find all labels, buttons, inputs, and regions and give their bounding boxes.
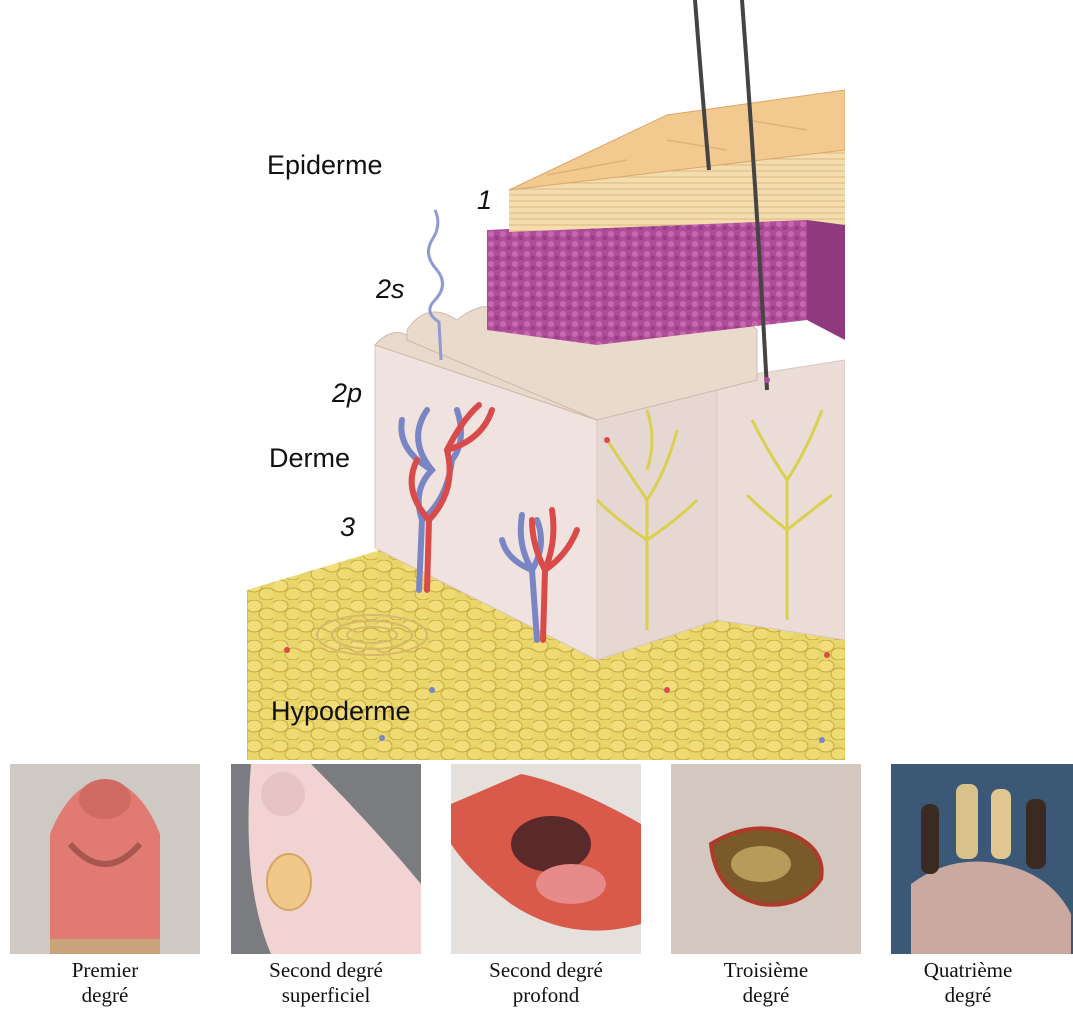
caption-first-degree: Premier degré bbox=[15, 958, 195, 1008]
label-dermis: Derme bbox=[269, 443, 350, 474]
label-epidermis: Epiderme bbox=[267, 150, 383, 181]
label-depth-3: 3 bbox=[340, 512, 355, 543]
photo-second-degree-deep bbox=[451, 764, 641, 954]
photo-third-degree bbox=[671, 764, 861, 954]
label-depth-2p: 2p bbox=[332, 378, 362, 409]
label-hypodermis: Hypoderme bbox=[271, 696, 411, 727]
label-depth-2s: 2s bbox=[376, 274, 405, 305]
photo-first-degree bbox=[10, 764, 200, 954]
caption-second-degree-deep: Second degré profond bbox=[456, 958, 636, 1008]
label-depth-1: 1 bbox=[477, 185, 492, 216]
skin-layers-diagram: Epiderme 1 2s 2p Derme 3 Hypoderme bbox=[247, 0, 845, 760]
caption-third-degree: Troisième degré bbox=[676, 958, 856, 1008]
caption-second-degree-superficial: Second degré superficiel bbox=[236, 958, 416, 1008]
photo-fourth-degree bbox=[891, 764, 1073, 954]
photo-second-degree-superficial bbox=[231, 764, 421, 954]
caption-fourth-degree: Quatrième degré bbox=[878, 958, 1058, 1008]
